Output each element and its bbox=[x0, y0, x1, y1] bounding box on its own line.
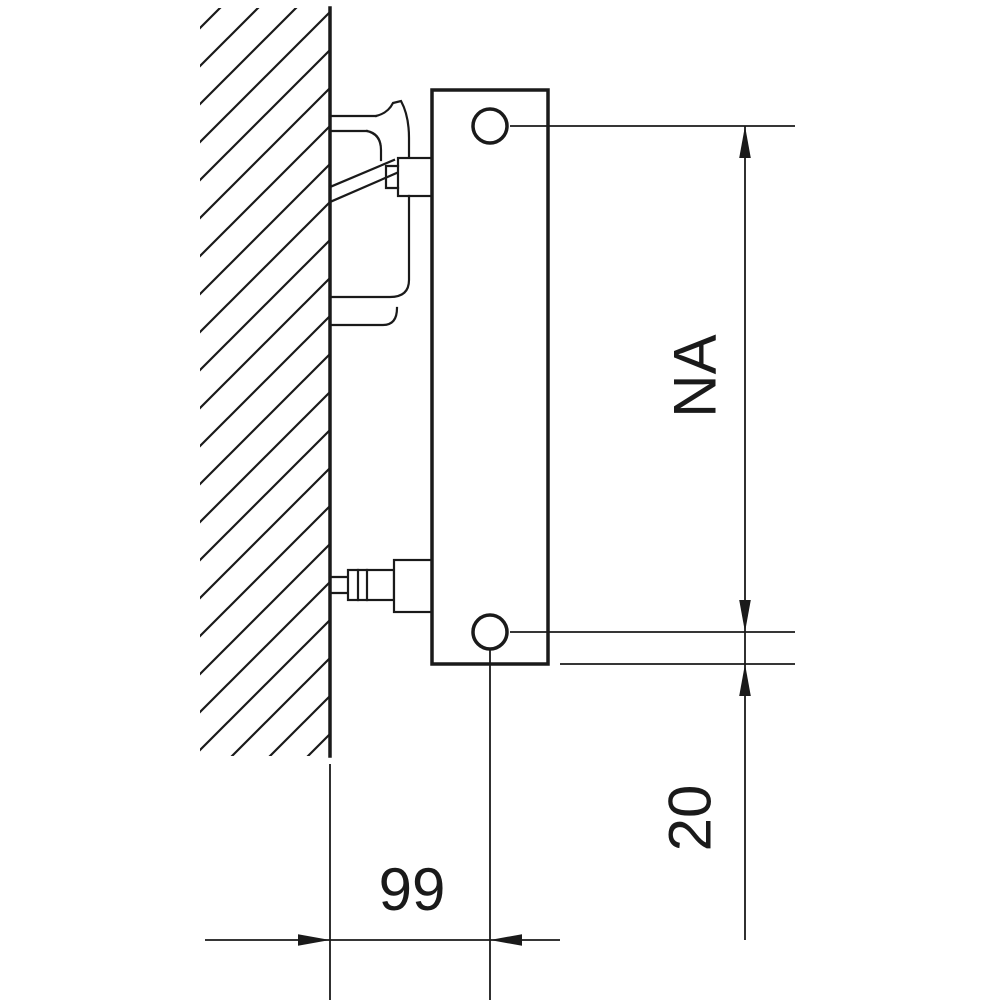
bracket-brace-upper-line bbox=[328, 158, 396, 189]
bottom-fitting-small-block bbox=[346, 568, 396, 602]
bracket-lower-arm-inner-edge bbox=[328, 306, 399, 327]
wall-bracket-top bbox=[328, 99, 434, 327]
bracket-pin-block bbox=[396, 156, 434, 198]
bracket-spine-and-lower-arm bbox=[328, 194, 411, 299]
bottom-pipe-connection bbox=[471, 613, 509, 651]
bottom-fitting-rod-lines bbox=[328, 575, 350, 595]
bottom-fitting-knurl-lines bbox=[356, 568, 369, 602]
radiator-body bbox=[430, 88, 550, 666]
wall-hatch bbox=[200, 8, 330, 756]
dim-arrow-left-icon bbox=[490, 934, 522, 946]
dim-arrow-up-icon bbox=[739, 126, 751, 158]
bottom-fitting-large-block bbox=[392, 558, 434, 614]
dim-arrow-right-icon bbox=[298, 934, 330, 946]
dim-arrow-down-icon bbox=[739, 600, 751, 632]
bracket-pin-step bbox=[384, 164, 400, 190]
dim-arrow-up-small-icon bbox=[739, 664, 751, 696]
dimension-label-99: 99 bbox=[379, 856, 446, 923]
bracket-hook-inner-edge bbox=[365, 129, 383, 162]
dimension-label-20: 20 bbox=[657, 785, 724, 852]
dimension-label-na: NA bbox=[662, 334, 729, 417]
bracket-hook-outer-edge bbox=[374, 99, 411, 162]
top-pipe-connection bbox=[471, 107, 509, 145]
wall-bracket-bottom bbox=[328, 558, 434, 614]
bracket-brace-lower-line bbox=[328, 170, 401, 204]
